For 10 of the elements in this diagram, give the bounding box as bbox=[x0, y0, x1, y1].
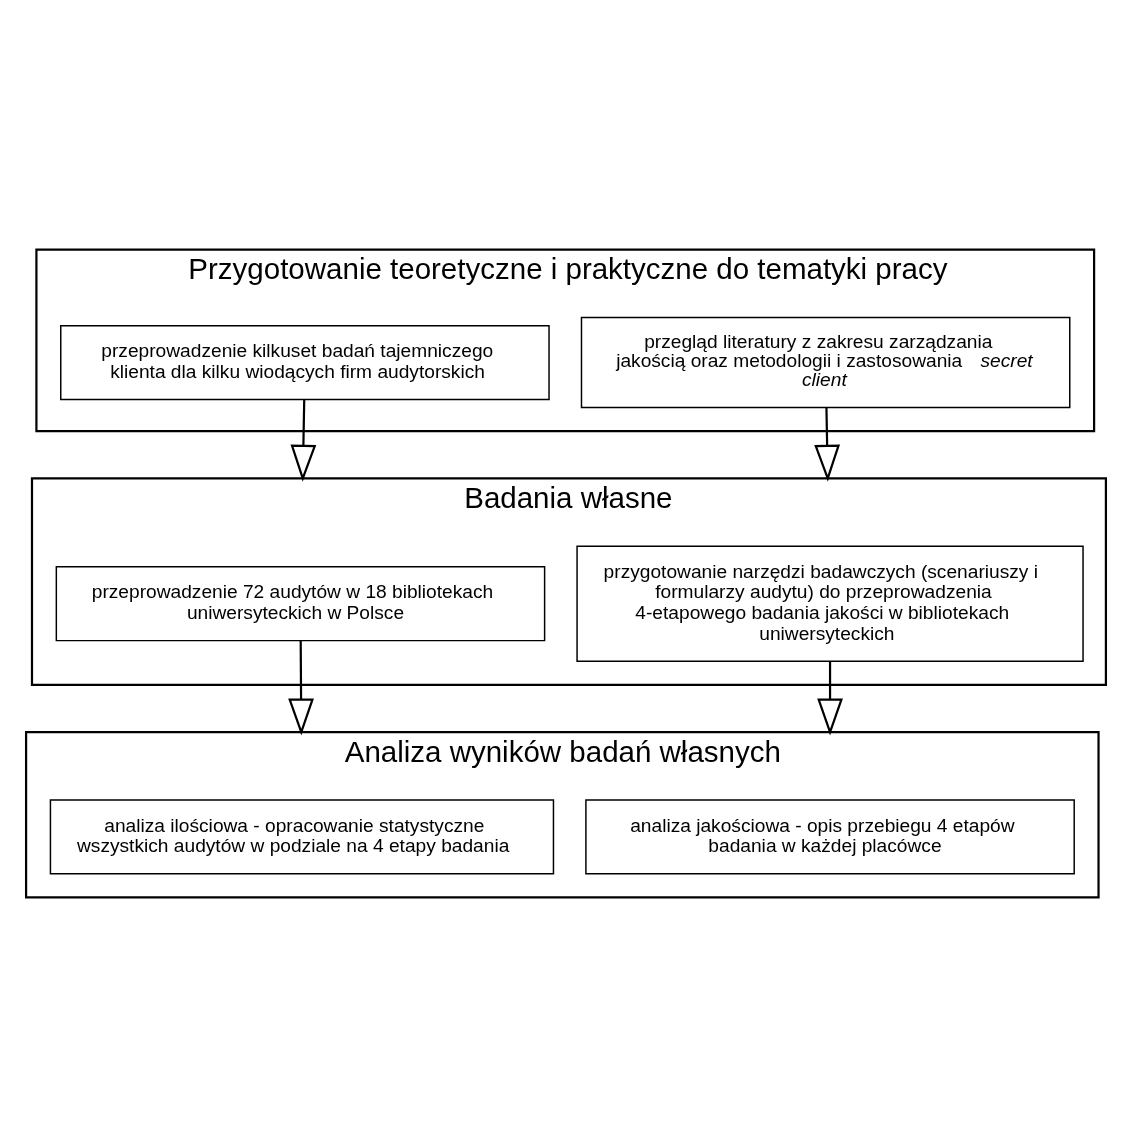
node-box: przygotowanie narzędzi badawczych (scenariuszy i formularzy audytu) do przeprowadzenia 4-etapowego badania jakości w bibliotekach uniwersyteckich bbox=[576, 544, 1084, 662]
arrow bbox=[817, 661, 843, 735]
node-box: przegląd literatury z zakresu zarządzania jakością oraz metodologii i zastosowania secret client bbox=[580, 316, 1071, 408]
node-box: analiza ilościowa - opracowanie statystyczne wszystkich audytów w podziale na 4 etapy badania bbox=[49, 798, 555, 874]
arrow bbox=[288, 640, 314, 735]
node-box: przeprowadzenie kilkuset badań tajemniczego klienta dla kilku wiodących firm audytorskich bbox=[60, 324, 550, 400]
arrow bbox=[290, 399, 317, 482]
arrow bbox=[814, 407, 841, 482]
node-box: przeprowadzenie 72 audytów w 18 bibliotekach uniwersyteckich w Polsce bbox=[55, 565, 546, 641]
node-box: analiza jakościowa - opis przebiegu 4 etapów badania w każdej placówce bbox=[585, 798, 1075, 874]
